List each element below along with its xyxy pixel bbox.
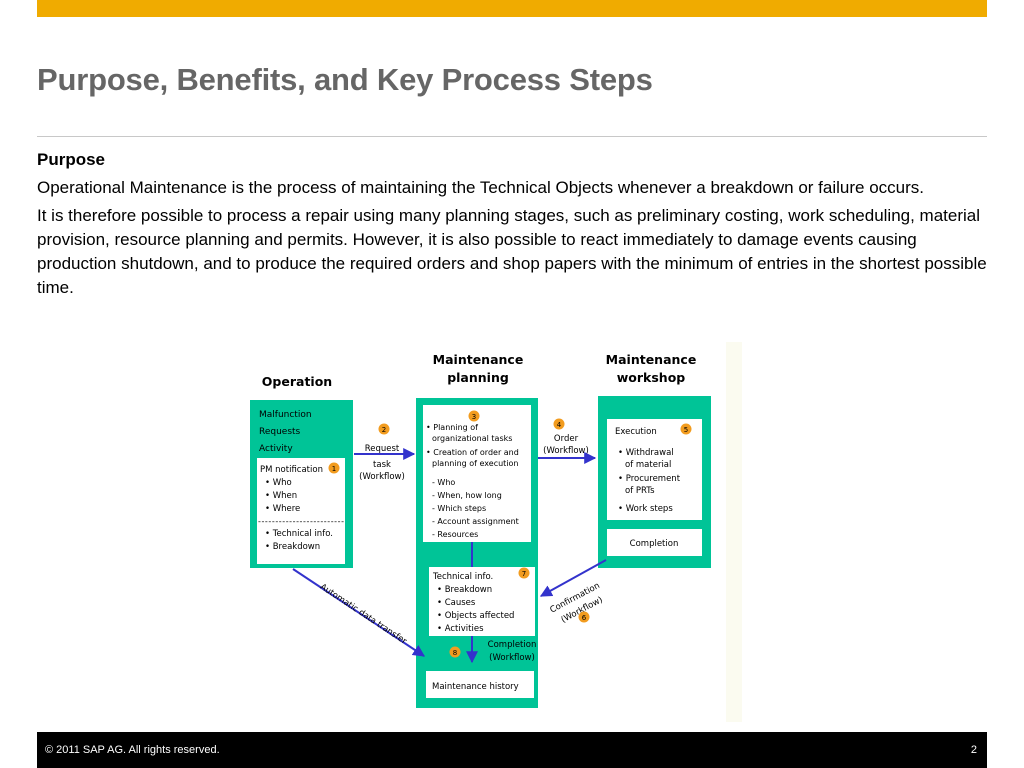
operation-header: Operation: [262, 374, 332, 389]
page-number: 2: [970, 744, 977, 756]
execution-of-material: of material: [625, 460, 671, 470]
execution-procurement: • Procurement: [618, 474, 681, 484]
planning-line-1: • Planning of: [426, 423, 478, 432]
planning-list-who: - Who: [432, 478, 455, 487]
top-accent-bar: [37, 0, 987, 17]
step-6-number: 6: [582, 614, 587, 622]
execution-of-prts: of PRTs: [625, 486, 655, 496]
planning-list-account: - Account assignment: [432, 517, 519, 526]
planning-line-3: • Creation of order and: [426, 448, 519, 457]
technical-info-title: Technical info.: [432, 572, 493, 582]
step-5-number: 5: [684, 426, 688, 434]
pm-notification-title: PM notification: [260, 465, 323, 475]
pm-bullet-technical-info: • Technical info.: [265, 529, 333, 539]
planning-box: [423, 405, 531, 542]
diagram-side-stripe: [726, 342, 742, 722]
tech-info-activities: • Activities: [437, 624, 484, 634]
execution-title: Execution: [615, 427, 657, 437]
operation-item-requests: Requests: [259, 427, 301, 437]
purpose-paragraph-2: It is therefore possible to process a re…: [37, 206, 987, 297]
planning-line-4: planning of execution: [432, 459, 519, 468]
pm-bullet-where: • Where: [265, 504, 300, 514]
process-diagram: Operation Maintenance planning Maintenan…: [250, 342, 742, 722]
planning-line-2: organizational tasks: [432, 434, 512, 443]
workshop-header-line2: workshop: [617, 370, 686, 385]
planning-header-line2: planning: [447, 370, 509, 385]
planning-list-when: - When, how long: [432, 491, 502, 500]
title-divider: [37, 136, 987, 137]
step-3-badge: [468, 410, 480, 422]
step-2-number: 2: [382, 426, 386, 434]
step-8-badge-left: [449, 646, 461, 658]
section-heading: Purpose: [37, 150, 106, 169]
maintenance-history-label: Maintenance history: [432, 682, 519, 692]
step-2-badge: [378, 423, 390, 435]
step-5-badge: [680, 423, 692, 435]
purpose-paragraph-1: Operational Maintenance is the process o…: [37, 178, 925, 197]
step-6-badge: [578, 611, 590, 623]
copyright-text: © 2011 SAP AG. All rights reserved.: [45, 744, 220, 756]
pm-bullet-who: • Who: [265, 478, 292, 488]
pm-separator: -------------------------: [258, 517, 344, 526]
completion-workflow-label-2: (Workflow): [489, 653, 535, 663]
step-1-badge: [328, 462, 340, 474]
execution-box: [607, 419, 702, 520]
workshop-header-line1: Maintenance: [606, 352, 697, 367]
pm-bullet-when: • When: [265, 491, 297, 501]
confirmation-arrow: [539, 559, 607, 597]
execution-work-steps: • Work steps: [618, 504, 673, 514]
pm-notification-box: [257, 458, 345, 564]
tech-info-breakdown: • Breakdown: [437, 585, 492, 595]
tech-info-objects: • Objects affected: [437, 611, 514, 621]
auto-transfer-arrow: [292, 568, 425, 657]
pm-bullet-breakdown: • Breakdown: [265, 542, 320, 552]
order-label: Order: [554, 434, 579, 444]
request-task-label: task: [373, 460, 391, 470]
step-7-number: 7: [522, 570, 526, 578]
step-4-badge: [553, 418, 565, 430]
order-workflow-label: (Workflow): [543, 446, 589, 456]
execution-withdrawal: • Withdrawal: [618, 448, 674, 458]
planning-list-steps: - Which steps: [432, 504, 486, 513]
request-label: Request: [365, 444, 400, 454]
operation-item-activity: Activity: [259, 444, 293, 454]
operation-item-malfunction: Malfunction: [259, 410, 312, 420]
technical-info-box: [429, 567, 535, 636]
maintenance-history-box: [426, 671, 534, 698]
slide-title: Purpose, Benefits, and Key Process Steps: [37, 62, 653, 97]
planning-header-line1: Maintenance: [433, 352, 524, 367]
completion-workflow-label-1: Completion: [488, 640, 537, 650]
auto-transfer-label: Automatic data transfer: [318, 582, 409, 647]
request-workflow-label: (Workflow): [359, 472, 405, 482]
footer-bar: © 2011 SAP AG. All rights reserved. 2: [37, 732, 987, 768]
step-4-number: 4: [557, 421, 562, 429]
tech-info-causes: • Causes: [437, 598, 476, 608]
step-8-number-left: 8: [453, 649, 457, 657]
purpose-section: Purpose Operational Maintenance is the p…: [37, 148, 987, 304]
completion-box: [607, 529, 702, 556]
completion-label: Completion: [630, 539, 679, 549]
step-3-number: 3: [472, 413, 476, 421]
planning-list-resources: - Resources: [432, 530, 478, 539]
step-7-badge: [518, 567, 530, 579]
step-1-number: 1: [332, 465, 336, 473]
